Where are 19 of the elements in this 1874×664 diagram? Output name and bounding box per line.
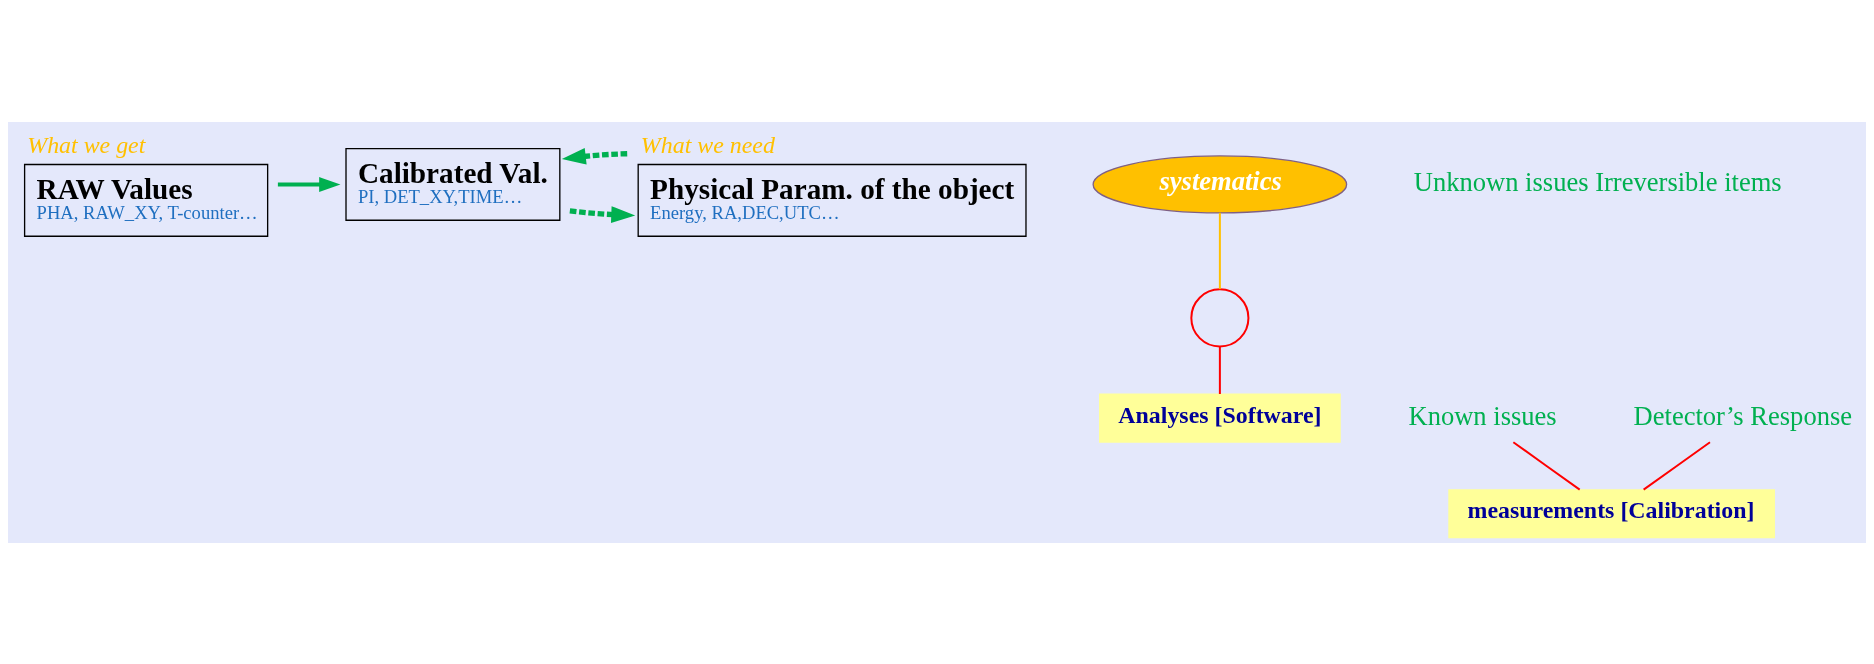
node-text: Unknown issues Irreversible items — [1413, 166, 1782, 197]
node-text: Detector’s Response — [1633, 400, 1853, 431]
node-box: measurements [Calibration] — [1448, 488, 1775, 538]
node-label: What we need — [640, 131, 775, 158]
connector — [1218, 211, 1221, 290]
connector — [1642, 440, 1711, 491]
arrow — [277, 176, 341, 192]
node-text: Known issues — [1408, 400, 1557, 431]
node-box: Analyses [Software] — [1099, 393, 1341, 443]
node-ellipse: systematics — [1092, 154, 1348, 214]
node-label: What we get — [27, 131, 146, 158]
arrow — [569, 205, 636, 223]
node-box: Physical Param. of the object Energy, RA,DEC,UTC… — [637, 163, 1027, 237]
node-box: Calibrated Val. PI, DET_XY,TIME… — [345, 147, 561, 221]
node-box: RAW Values PHA, RAW_XY, T-counter… — [23, 163, 269, 237]
connector — [1218, 345, 1221, 395]
arrow — [561, 147, 628, 165]
node-circle — [1190, 287, 1250, 347]
connector — [1512, 440, 1581, 491]
